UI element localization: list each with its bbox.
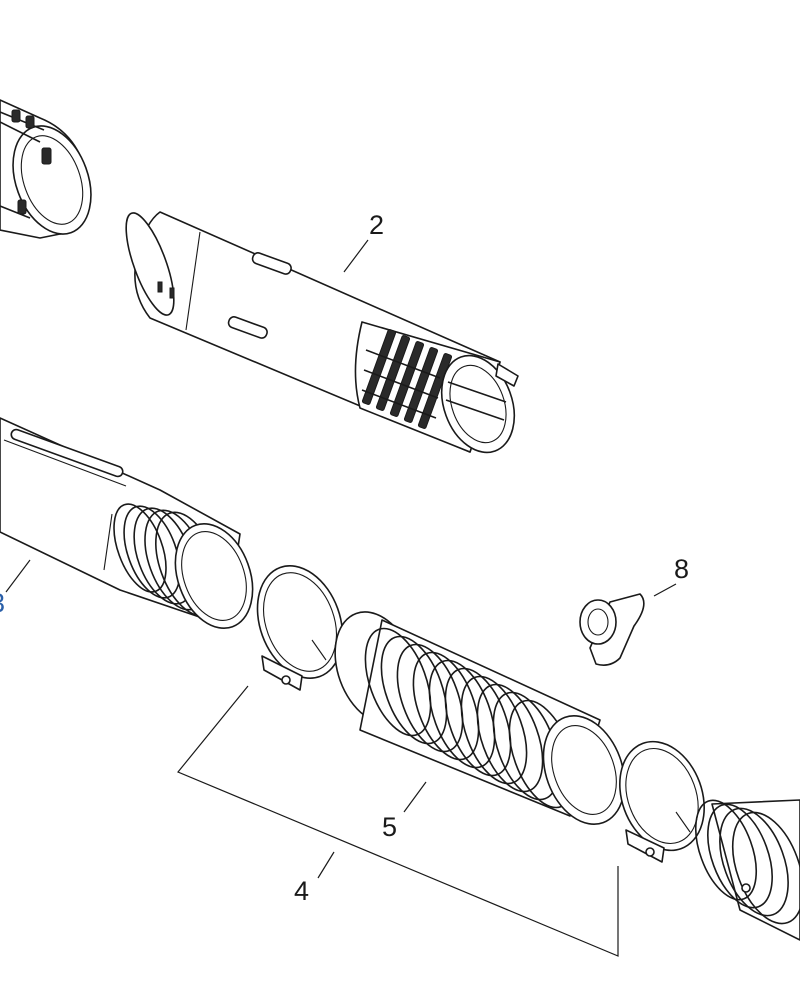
callout-2: 2 — [369, 210, 384, 240]
leader-2 — [343, 239, 369, 273]
leader-3 — [5, 559, 31, 593]
pipe-fragment-top-left — [0, 99, 92, 239]
pipe-fragment-bottom-right — [694, 799, 800, 941]
hose-clamp-right — [619, 740, 705, 863]
leader-lines — [5, 239, 677, 957]
leader-4 — [317, 851, 335, 879]
callout-5: 5 — [382, 812, 397, 842]
hose-clamp-left — [256, 565, 344, 691]
part-2-grip-ribs — [361, 329, 453, 429]
leader-4-bracket — [177, 685, 619, 957]
callout-4: 4 — [294, 876, 309, 906]
leader-5 — [403, 781, 427, 813]
part-2-nozzle-tube — [125, 211, 519, 454]
callout-labels: 2 3 4 5 8 — [0, 210, 689, 906]
callout-3: 3 — [0, 588, 5, 618]
callout-8: 8 — [674, 554, 689, 584]
part-5-flex-hose — [334, 611, 626, 826]
leader-8 — [653, 583, 677, 597]
part-8-bracket — [579, 593, 645, 666]
part-3-long-pipe — [0, 417, 254, 630]
